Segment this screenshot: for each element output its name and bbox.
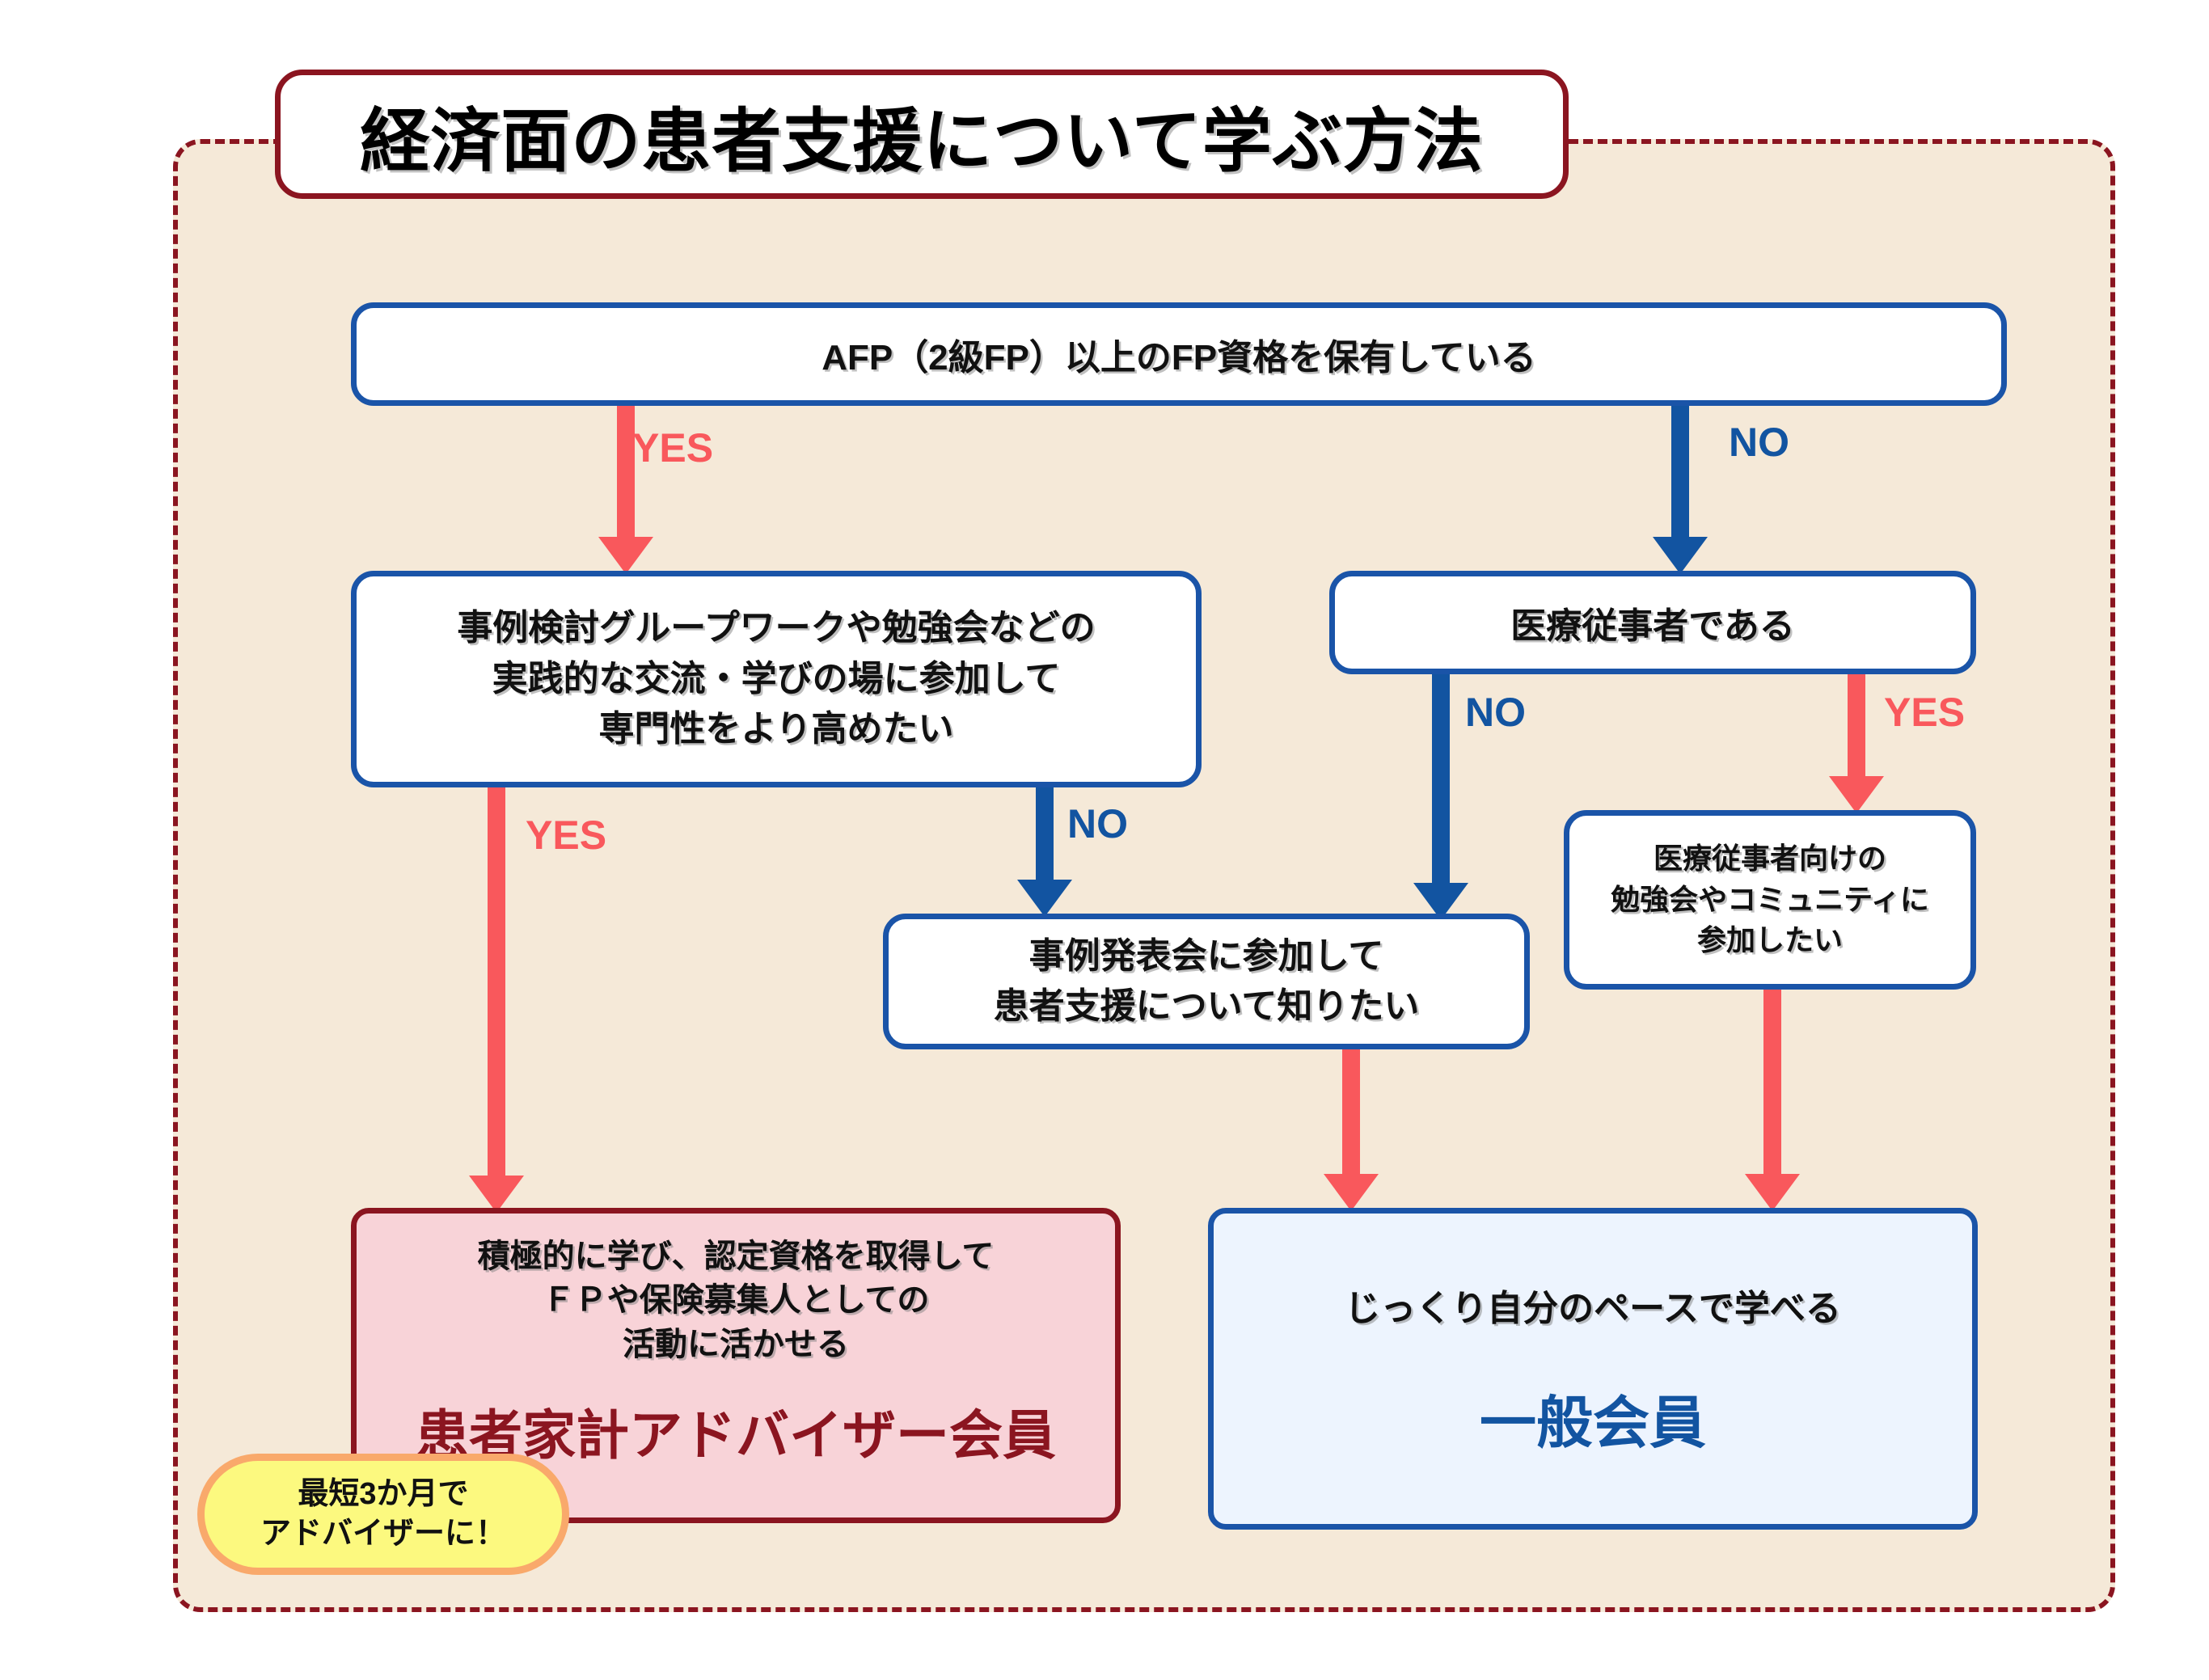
edge-label-right-to-general: NO (1465, 690, 1526, 735)
badge-line: アドバイザーに！ (260, 1517, 506, 1551)
node-line: 事例検討グループワークや勉強会などの (457, 608, 1096, 648)
node-line: ＦＰや保険募集人としての (542, 1282, 930, 1319)
edge-label-top-to-left: YES (632, 425, 714, 471)
badge-fast-track[interactable]: 最短3か月で アドバイザーに！ (197, 1454, 569, 1575)
decision-node-medical-community[interactable]: 医療従事者向けの 勉強会やコミュニティに 参加したい (1564, 810, 1976, 990)
node-line: 積極的に学び、認定資格を取得して (477, 1239, 995, 1274)
decision-node-fp-qualification[interactable]: AFP（2級FP）以上のFP資格を保有している (351, 302, 2007, 406)
decision-node-practical-learning[interactable]: 事例検討グループワークや勉強会などの 実践的な交流・学びの場に参加して 専門性を… (351, 571, 1202, 787)
arrow-right-to-medcommunity (1829, 673, 1884, 813)
arrow-medcommunity-to-general (1745, 988, 1800, 1211)
edge-label-right-to-medcommunity: YES (1884, 690, 1966, 735)
badge-line: 最短3か月で (298, 1477, 469, 1512)
result-node-general-member[interactable]: じっくり自分のペースで学べる 一般会員 (1208, 1208, 1978, 1530)
arrow-left-to-mid (1017, 786, 1072, 917)
decision-node-healthcare-worker[interactable]: 医療従事者である (1329, 571, 1976, 674)
edge-label-top-to-right: NO (1729, 420, 1789, 465)
node-line: 活動に活かせる (623, 1326, 849, 1362)
node-line: AFP（2級FP）以上のFP資格を保有している (822, 338, 1536, 378)
diagram-title-box: 経済面の患者支援について学ぶ方法 (275, 70, 1569, 199)
arrow-right-to-general (1413, 673, 1468, 920)
decision-node-case-presentation[interactable]: 事例発表会に参加して 患者支援について知りたい (883, 914, 1530, 1049)
edge-label-left-to-mid: NO (1067, 801, 1128, 846)
arrow-top-to-left (598, 404, 653, 574)
node-line: 医療従事者である (1510, 606, 1795, 646)
arrow-left-to-adviser (469, 786, 524, 1213)
arrow-top-to-right (1653, 404, 1708, 574)
node-line: 医療従事者向けの (1653, 842, 1886, 876)
node-line: 実践的な交流・学びの場に参加して (492, 658, 1061, 699)
node-line: 勉強会やコミュニティに (1611, 882, 1929, 916)
node-line: 患者支援について知りたい (993, 986, 1420, 1026)
node-line: 参加したい (1696, 923, 1843, 957)
node-line: 専門性をより高めたい (598, 709, 954, 749)
arrow-mid-to-general (1324, 1048, 1379, 1211)
node-line: じっくり自分のペースで学べる (1345, 1288, 1841, 1328)
node-line: 事例発表会に参加して (1028, 935, 1384, 976)
edge-label-left-to-adviser: YES (526, 813, 607, 858)
result-headline: 一般会員 (1480, 1391, 1706, 1454)
page-title: 経済面の患者支援について学ぶ方法 (360, 102, 1484, 180)
